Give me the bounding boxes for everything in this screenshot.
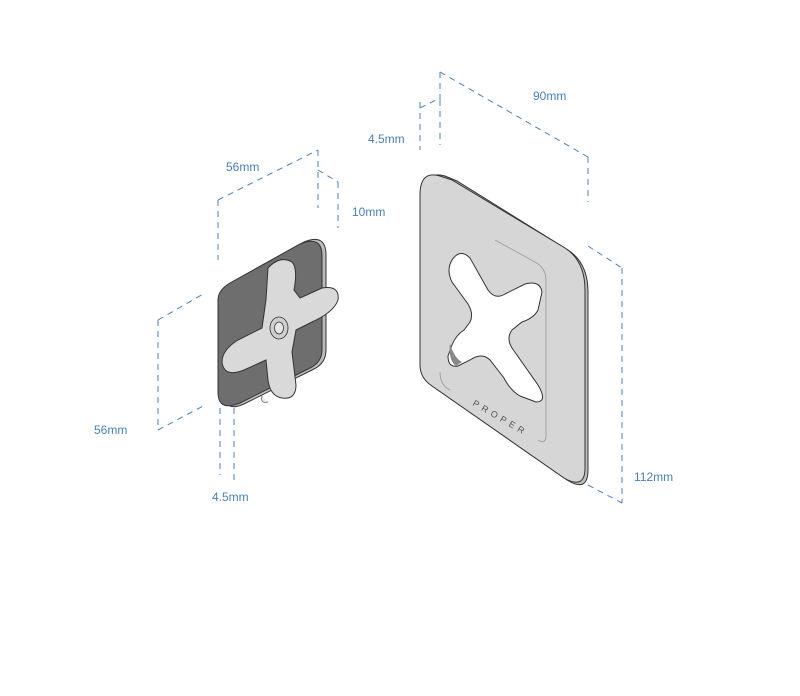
label-small-height: 56mm (94, 423, 128, 437)
label-large-width: 90mm (533, 89, 567, 103)
cross-cutout (447, 253, 543, 403)
dim-small-thickness (219, 408, 235, 480)
dim-large-width (439, 71, 589, 202)
dim-small-height (157, 292, 206, 431)
dim-large-thickness (419, 97, 441, 150)
label-large-thickness: 4.5mm (368, 132, 405, 146)
dim-large-height (587, 245, 623, 504)
dim-small-width (217, 149, 319, 260)
small-mount (217, 238, 339, 408)
large-plate: PROPER (419, 174, 589, 486)
label-small-thickness: 4.5mm (212, 490, 249, 504)
label-large-height: 112mm (634, 470, 674, 484)
dim-small-depth (317, 169, 339, 228)
label-small-depth: 10mm (352, 205, 386, 219)
label-small-width: 56mm (226, 160, 260, 174)
